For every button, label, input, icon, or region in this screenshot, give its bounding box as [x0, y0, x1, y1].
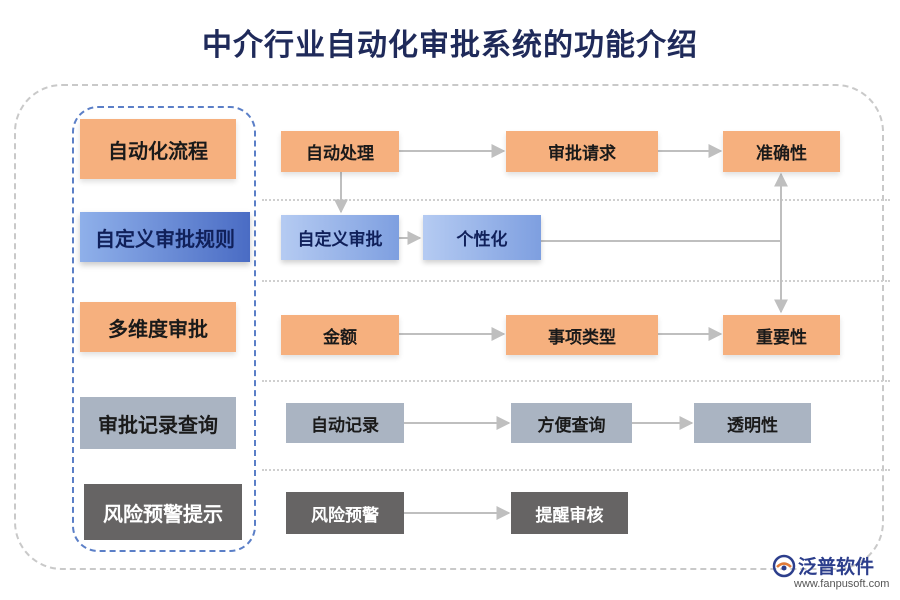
- outer-dashed-frame: [14, 84, 884, 570]
- logo-name: 泛普软件: [798, 556, 875, 578]
- node-personalization: 个性化: [423, 215, 541, 260]
- node-risk-warning: 风险预警: [286, 492, 404, 534]
- node-matter-type: 事项类型: [506, 315, 658, 355]
- category-column-frame: [72, 106, 256, 552]
- category-automation-flow: 自动化流程: [80, 119, 236, 179]
- node-custom-approval: 自定义审批: [281, 215, 399, 260]
- fanpu-logo-icon: [772, 554, 796, 578]
- row-separator: [262, 199, 890, 201]
- logo-url: www.fanpusoft.com: [794, 578, 890, 590]
- row-separator: [262, 380, 890, 382]
- category-custom-rules: 自定义审批规则: [80, 212, 250, 262]
- row-separator: [262, 469, 890, 471]
- node-transparency: 透明性: [694, 403, 811, 443]
- node-auto-process: 自动处理: [281, 131, 399, 172]
- node-importance: 重要性: [723, 315, 840, 355]
- row-separator: [262, 280, 890, 282]
- category-multi-dimension: 多维度审批: [80, 302, 236, 352]
- node-accuracy: 准确性: [723, 131, 840, 172]
- node-amount: 金额: [281, 315, 399, 355]
- node-approval-request: 审批请求: [506, 131, 658, 172]
- node-remind-review: 提醒审核: [511, 492, 628, 534]
- category-risk-warning: 风险预警提示: [84, 484, 242, 540]
- node-auto-record: 自动记录: [286, 403, 404, 443]
- node-easy-query: 方便查询: [511, 403, 632, 443]
- page-title: 中介行业自动化审批系统的功能介绍: [202, 28, 698, 63]
- category-record-query: 审批记录查询: [80, 397, 236, 449]
- brand-logo: 泛普软件 www.fanpusoft.com: [768, 552, 892, 596]
